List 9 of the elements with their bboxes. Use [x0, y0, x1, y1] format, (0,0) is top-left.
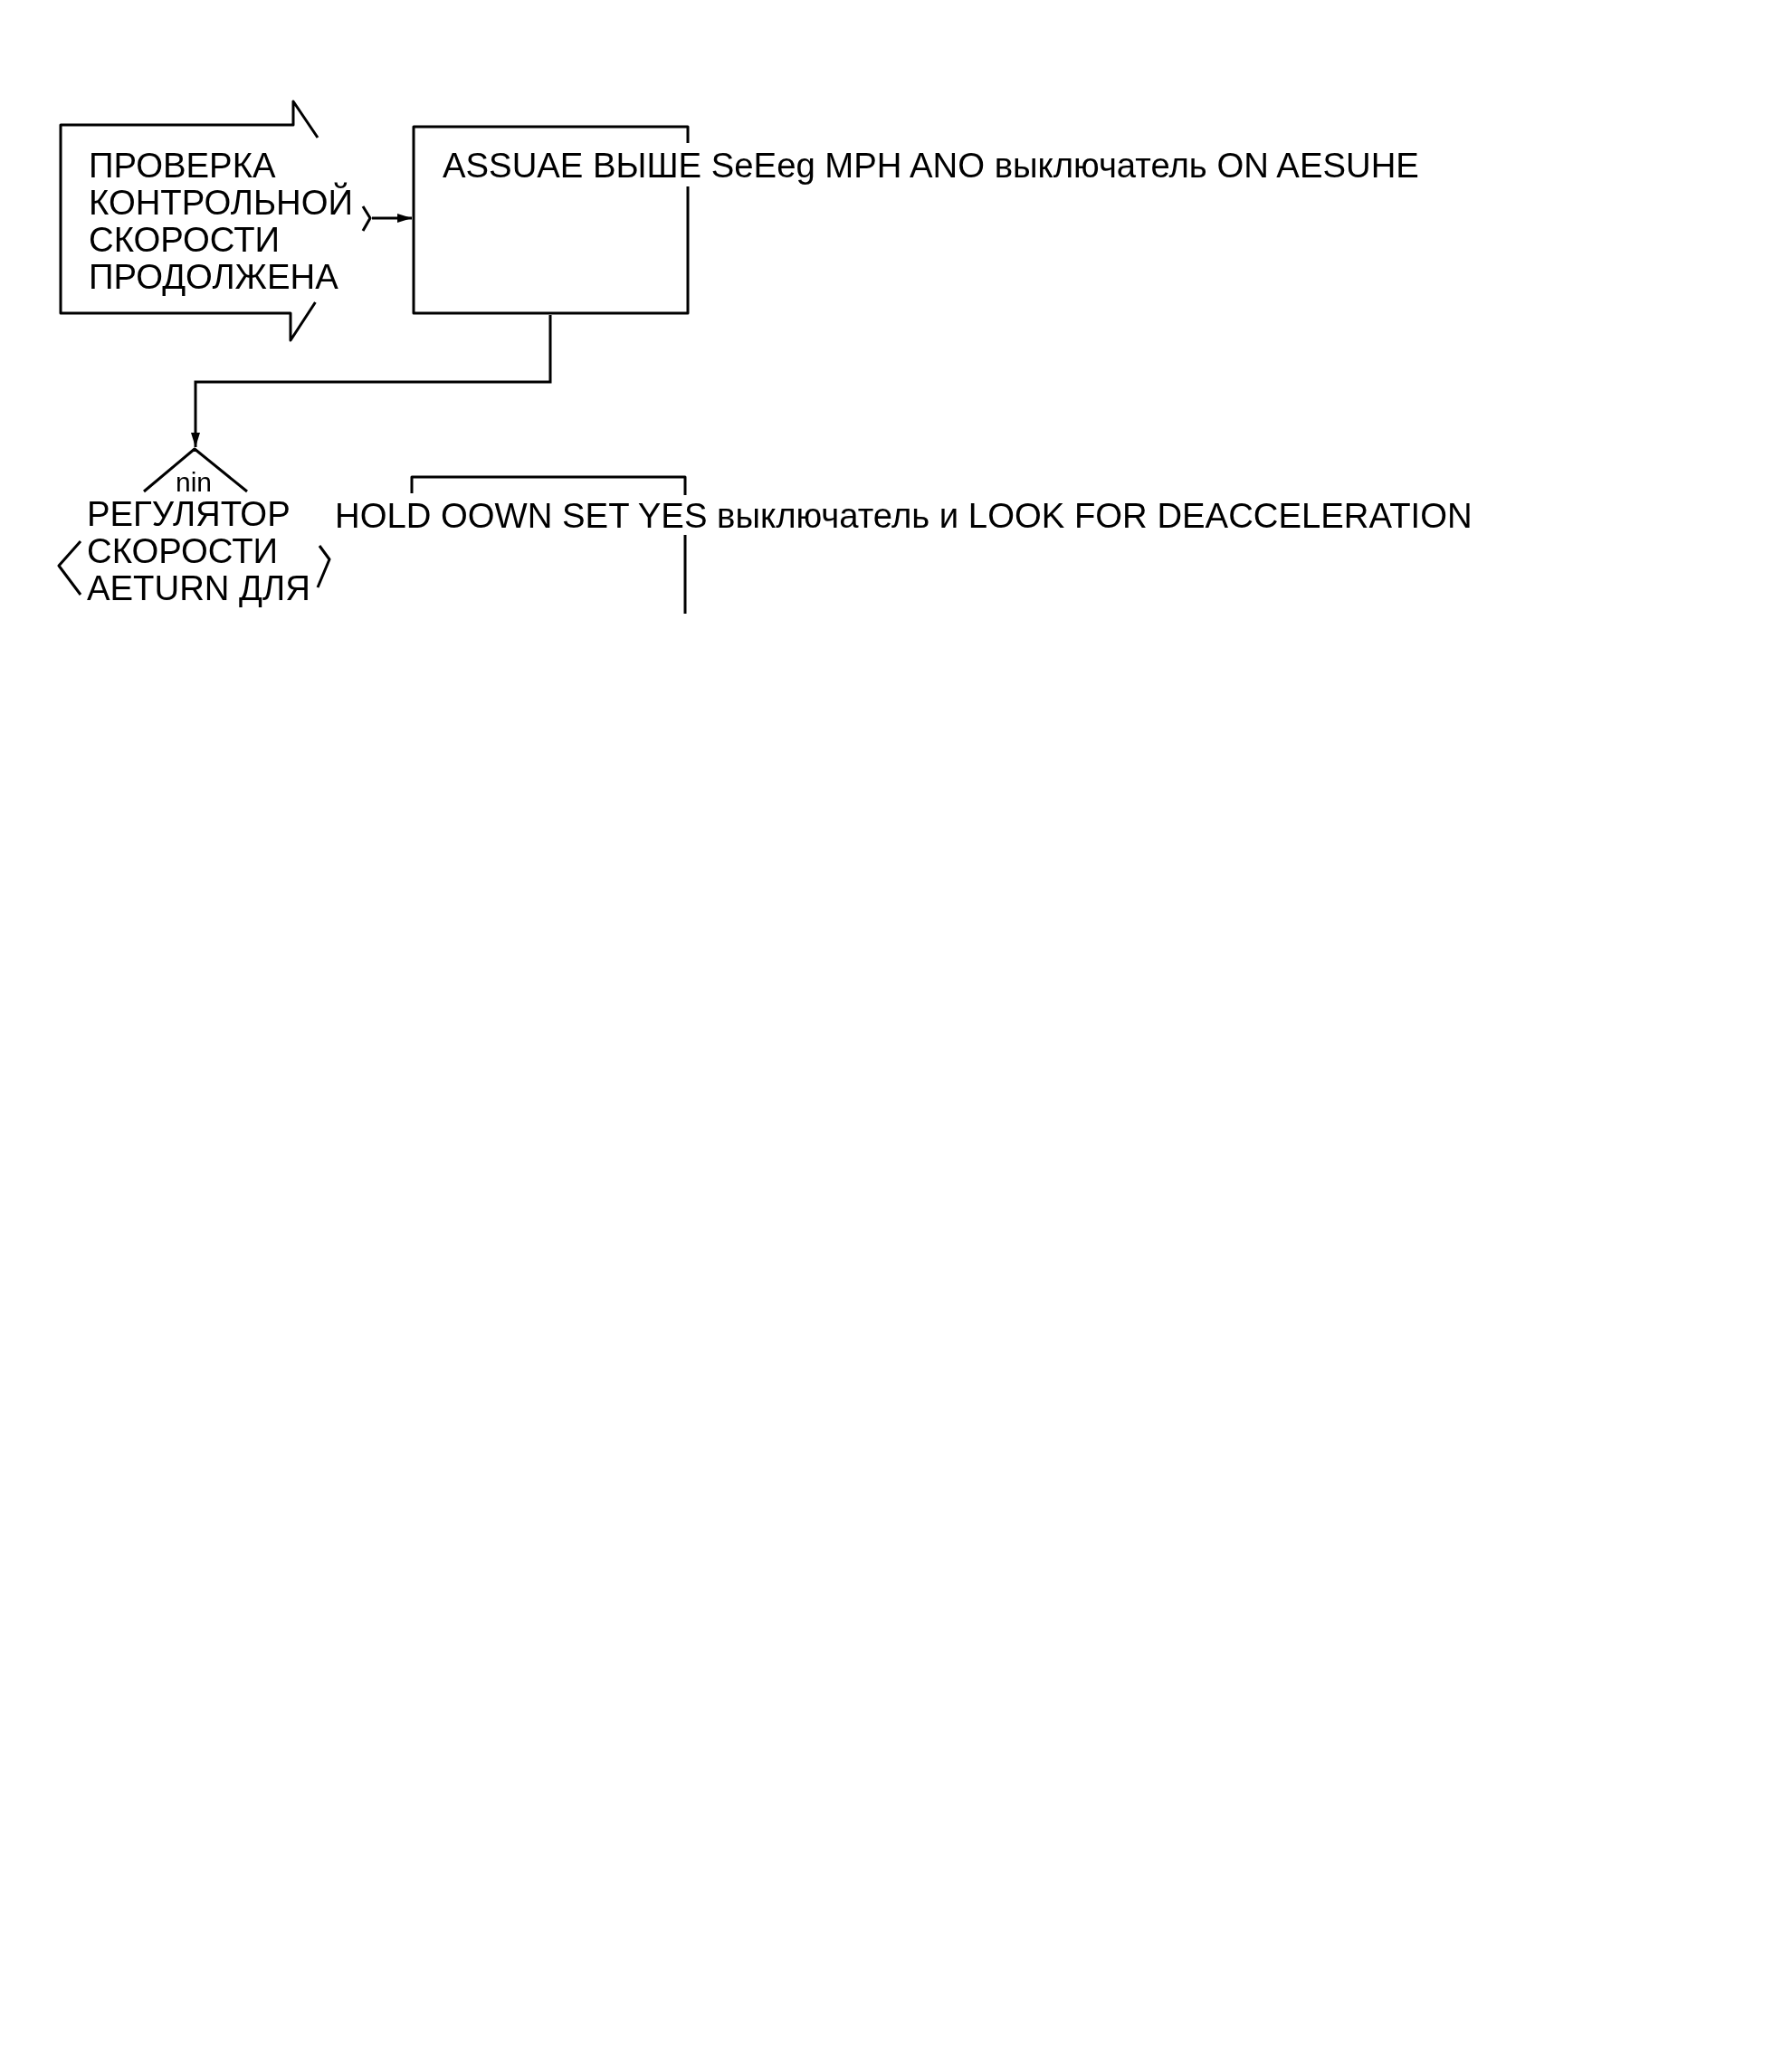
- small-text: nin: [176, 469, 213, 496]
- step-text: ПРОВЕРКА КОНТРОЛЬНОЙ СКОРОСТИ ПРОДОЛЖЕНА: [89, 146, 354, 295]
- step-text: РЕГУЛЯТОР СКОРОСТИ AETURN ДЛЯ: [87, 494, 311, 606]
- decision-shape: [57, 447, 332, 607]
- step-text: ASSUAE ВЫШЕ SeEeg MPH ANO выключатель ON AESUHE: [443, 146, 1419, 184]
- arrow: [372, 214, 412, 223]
- block-arrow: [59, 100, 372, 342]
- step-text: HOLD OOWN SET YES выключатель и LOOK FOR DEACCELERATION: [335, 496, 1473, 534]
- arrow: [191, 315, 552, 447]
